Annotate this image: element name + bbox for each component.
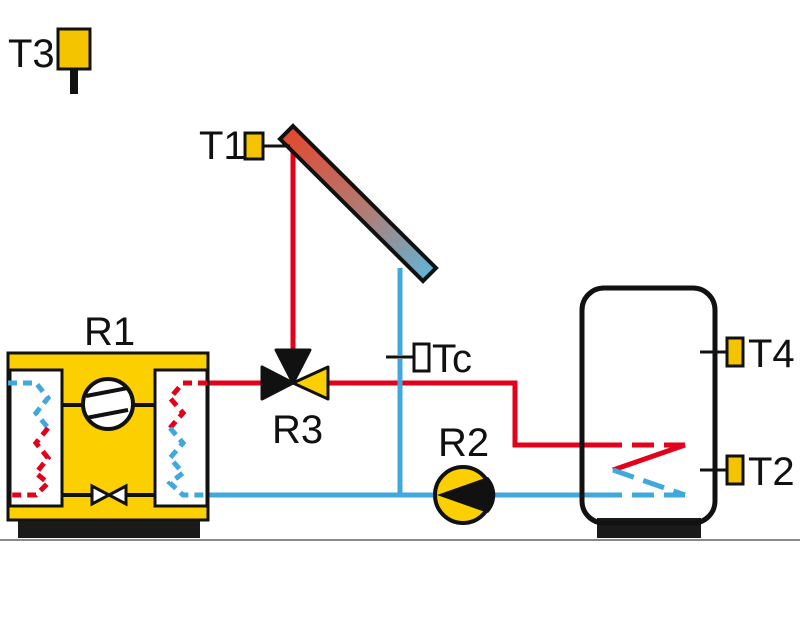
sensor-t3	[56, 27, 92, 94]
label-t2: T2	[748, 450, 795, 494]
solar-collector-icon	[277, 123, 439, 284]
label-t3: T3	[8, 32, 55, 76]
evaporator	[8, 368, 64, 508]
expansion-valve-icon	[90, 483, 128, 507]
three-way-valve-icon	[260, 348, 330, 401]
sensor-t2	[700, 454, 745, 486]
pump-icon	[433, 465, 496, 525]
label-t4: T4	[748, 332, 795, 376]
sensor-t4	[700, 336, 745, 368]
compressor-icon	[81, 377, 135, 431]
tank-coil	[600, 442, 686, 498]
tank-hot-pipe	[328, 380, 600, 448]
label-r3: R3	[272, 408, 323, 452]
storage-tank-icon	[579, 285, 718, 538]
heat-pump-unit	[6, 351, 210, 538]
label-t1: T1	[199, 124, 246, 168]
pipes	[195, 150, 600, 498]
sensor-t1	[243, 131, 290, 161]
label-tc: Tc	[432, 337, 472, 381]
condenser	[153, 368, 209, 508]
sensor-tc	[386, 342, 431, 373]
label-r2: R2	[438, 421, 489, 465]
label-r1: R1	[84, 310, 135, 354]
